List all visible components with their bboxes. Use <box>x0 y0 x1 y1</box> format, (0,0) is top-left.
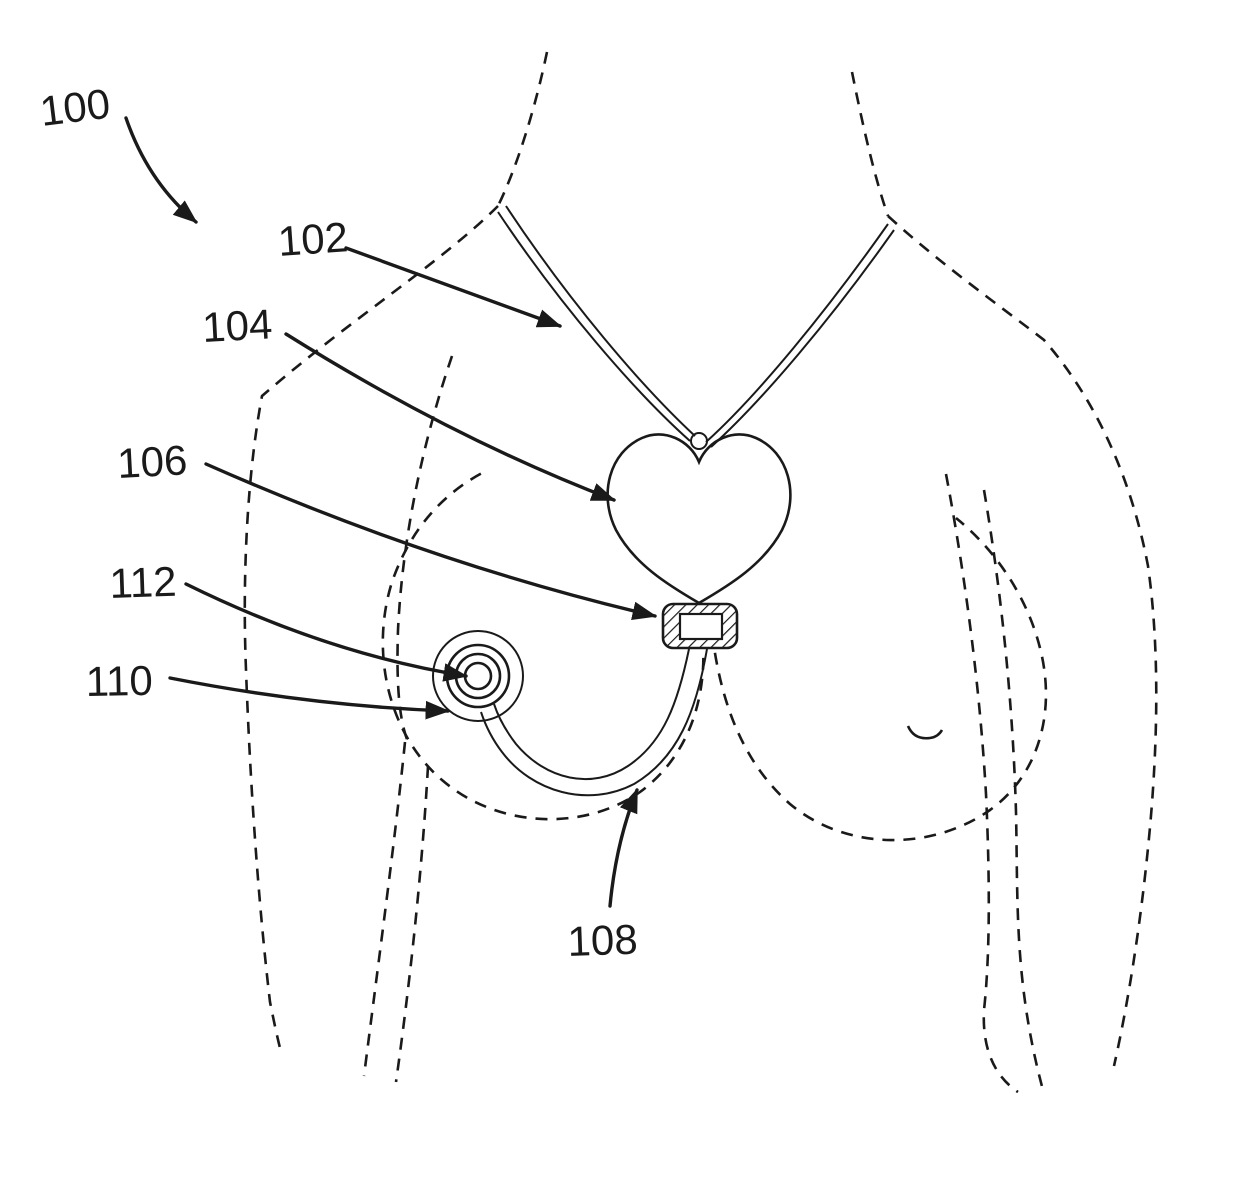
breast-outline-right <box>710 516 1048 842</box>
necklace-device <box>432 205 895 797</box>
leader-arrow-102 <box>344 246 562 328</box>
tube-line-outer <box>480 648 708 797</box>
necklace-cord-left-outer <box>497 211 691 442</box>
ref-label-106: 106 <box>116 436 188 487</box>
neck-line-right <box>850 71 890 217</box>
ref-label-100: 100 <box>37 80 112 135</box>
torso-outline <box>243 51 1158 1095</box>
inner-arm-line-right-2 <box>982 489 1046 1095</box>
inner-arm-line-right-1 <box>944 473 1019 1094</box>
leader-arrow-104 <box>284 332 616 502</box>
breast-outline-left <box>381 470 705 821</box>
ref-label-108: 108 <box>567 916 639 965</box>
coil-device <box>432 630 524 722</box>
heart-pendant <box>606 433 792 605</box>
leader-arrow-110 <box>168 676 451 720</box>
leader-arrow-112 <box>184 582 469 682</box>
ref-label-104: 104 <box>201 300 273 351</box>
shoulder-outer-arm-left <box>243 205 499 1049</box>
inner-arm-line-left-2 <box>394 765 430 1083</box>
nipple-mark-right <box>906 725 944 740</box>
ref-label-102: 102 <box>276 213 349 265</box>
necklace-cord-right-inner <box>710 229 895 448</box>
pendant-bail-ring <box>690 432 708 450</box>
coil-ring-outer <box>432 630 524 722</box>
necklace-cord-left-inner <box>505 205 696 437</box>
ref-label-112: 112 <box>109 558 178 607</box>
shoulder-outer-arm-right <box>887 215 1158 1067</box>
tube-line-inner <box>493 648 690 780</box>
leader-arrows <box>124 116 657 908</box>
inner-arm-line-left-1 <box>362 741 407 1077</box>
leader-arrow-100 <box>124 116 198 224</box>
reference-numerals: 100 102 104 106 112 110 108 <box>37 80 638 965</box>
coil-ring-1 <box>463 661 493 691</box>
ref-label-110: 110 <box>85 657 153 705</box>
leader-arrow-108 <box>608 788 639 908</box>
necklace-cord-right-outer <box>705 223 889 443</box>
neck-line-left <box>496 51 549 207</box>
body-side-line-left <box>396 355 454 743</box>
leader-arrow-106 <box>204 462 657 621</box>
connector-box-window <box>678 612 724 641</box>
